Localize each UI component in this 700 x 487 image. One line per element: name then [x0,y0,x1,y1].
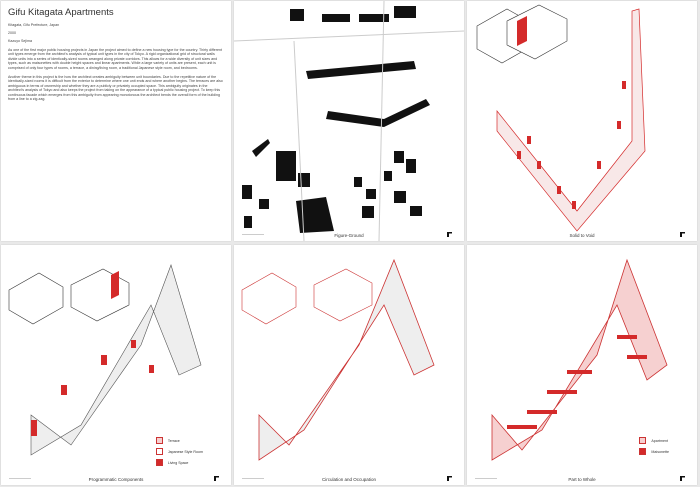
circulation-panel: Circulation and Occupation [234,245,464,485]
legend-maisonette: Maisonette [639,448,669,455]
figure-ground-panel: Figure-Ground [234,1,464,241]
scale-bar [475,478,497,479]
figure-ground-drawing [234,1,464,241]
caption-programmatic: Programmatic Components [88,477,144,482]
scale-bar [9,478,31,479]
part-whole-panel: Apartment Maisonette Part to Whole [467,245,697,485]
caption-figure-ground: Figure-Ground [334,233,364,238]
scale-bar [242,478,264,479]
solid-void-panel: Solid to Void [467,1,697,241]
part-whole-drawing [491,258,668,461]
programmatic-panel: Terrace Japanese Style Room Living Space… [1,245,231,485]
caption-solid-void: Solid to Void [569,233,595,238]
solid-void-drawing [476,4,646,232]
project-title: Gifu Kitagata Apartments [8,7,114,18]
part-whole-legend: Apartment Maisonette [639,437,669,459]
legend-terrace: Terrace [155,437,203,444]
program-legend: Terrace Japanese Style Room Living Space [155,437,203,470]
text-panel: Gifu Kitagata Apartments Kitagata, Gifu … [1,1,231,241]
architect: Kazuyo Sejima [8,39,32,43]
legend-living-space: Living Space [155,459,203,466]
legend-apartment: Apartment [639,437,669,444]
paragraph-1: As one of the first major public housing… [8,48,222,70]
scale-bar [242,234,264,235]
legend-japanese-room: Japanese Style Room [155,448,203,455]
caption-part-whole: Part to Whole [568,477,596,482]
caption-circulation: Circulation and Occupation [321,477,377,482]
paragraph-2: Another theme in this project is the how… [8,75,223,102]
circulation-drawing [241,258,435,461]
location: Kitagata, Gifu Prefecture, Japan [8,23,60,27]
programmatic-drawing [8,264,202,456]
year: 2000 [8,31,16,35]
